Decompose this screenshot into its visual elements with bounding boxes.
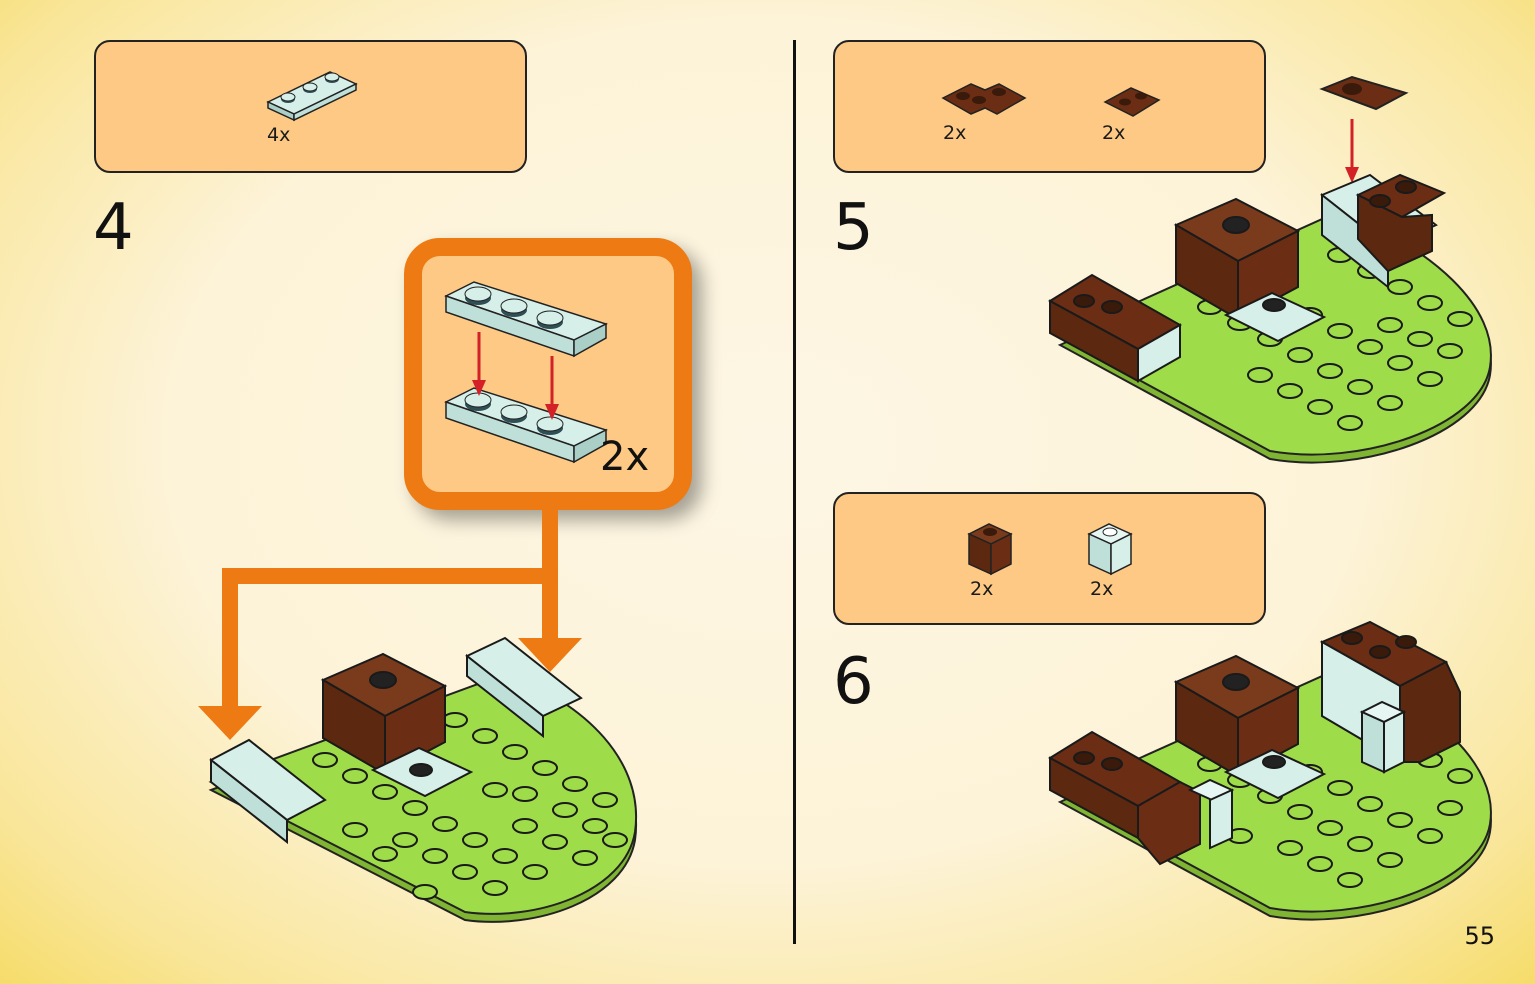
step-6-parts-box: 2x 2x bbox=[833, 492, 1266, 625]
sub-assembly-callout: 2x bbox=[404, 238, 692, 510]
page-number: 55 bbox=[1464, 922, 1495, 950]
brown-clip-plate-icon bbox=[1103, 87, 1161, 117]
step-5-model bbox=[1048, 75, 1492, 464]
light-aqua-plates bbox=[209, 636, 583, 845]
page-divider bbox=[793, 40, 796, 944]
step-6-model bbox=[1048, 620, 1492, 921]
step-4-part-qty: 4x bbox=[267, 124, 291, 146]
callout-qty: 2x bbox=[600, 434, 650, 480]
step-6-number: 6 bbox=[833, 645, 874, 719]
step-5-number: 5 bbox=[833, 191, 874, 265]
step-4-parts-box: 4x bbox=[94, 40, 527, 173]
step-4-model bbox=[208, 636, 638, 923]
step-6-part-1-qty: 2x bbox=[970, 578, 994, 600]
baseplate-studs bbox=[312, 712, 628, 900]
step-6-part-2-qty: 2x bbox=[1090, 578, 1114, 600]
step-5-parts-box: 2x 2x bbox=[833, 40, 1266, 173]
light-aqua-plate-icon bbox=[266, 71, 358, 122]
brown-brick-icon bbox=[967, 523, 1013, 576]
light-aqua-brick-icon bbox=[1087, 523, 1133, 576]
step-5-part-1-qty: 2x bbox=[943, 122, 967, 144]
stacked-plates-icon bbox=[444, 281, 608, 464]
step-4-number: 4 bbox=[93, 191, 134, 265]
step-5-part-2-qty: 2x bbox=[1102, 122, 1126, 144]
brown-house bbox=[320, 652, 448, 776]
brown-corner-plate-icon bbox=[941, 83, 1027, 115]
placement-arrows bbox=[198, 510, 582, 740]
